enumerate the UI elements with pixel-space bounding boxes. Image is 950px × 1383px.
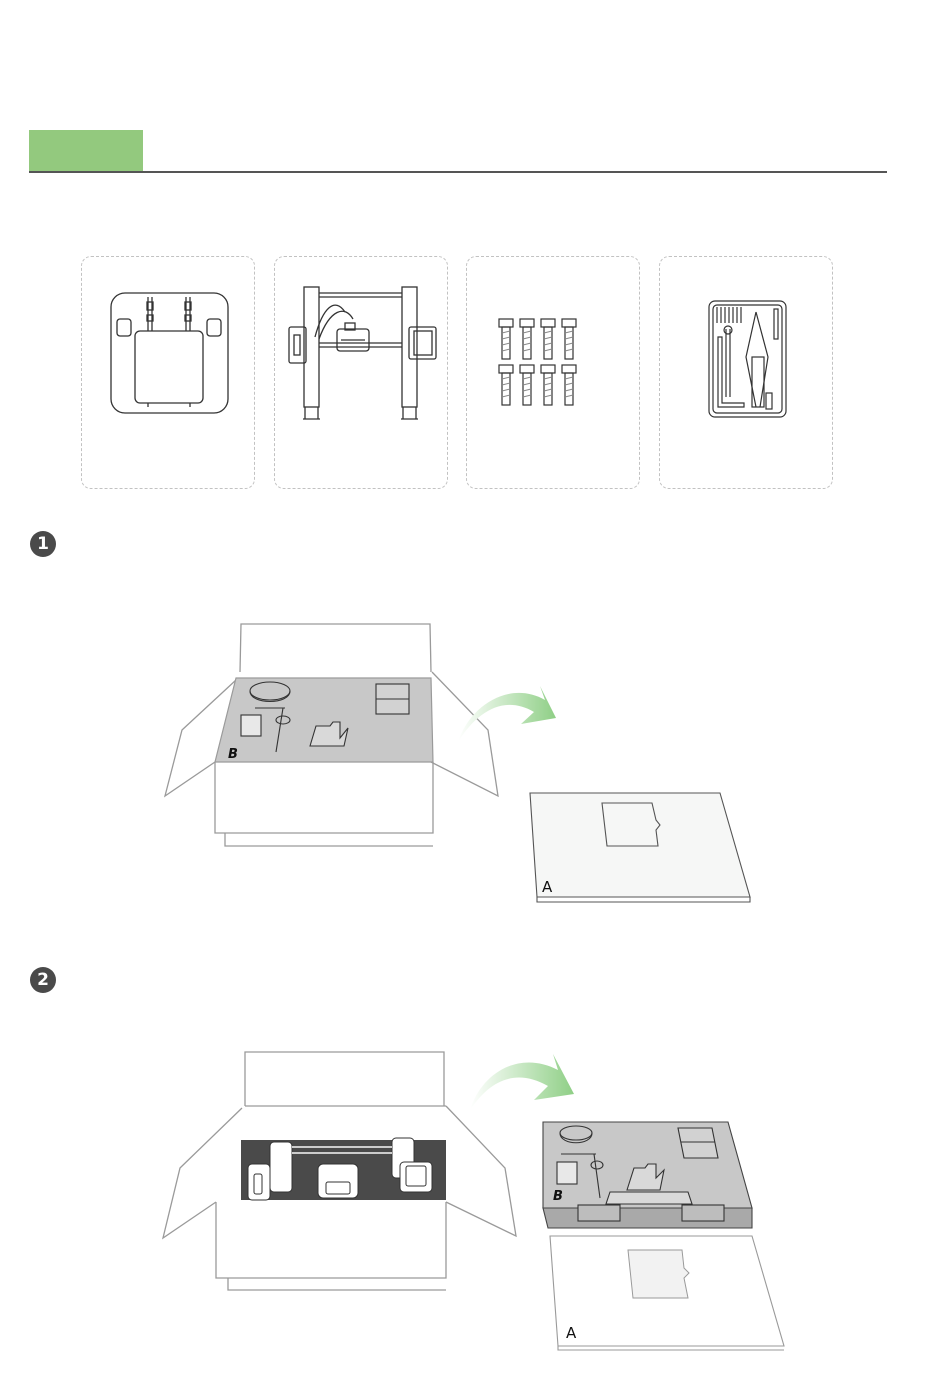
layer-label-a: A (542, 878, 553, 896)
section-header-tab (29, 130, 143, 172)
part-card-toolkit (659, 256, 833, 489)
step-number-1: 1 (30, 531, 56, 557)
layer-label-a: A (566, 1324, 577, 1342)
print-bed-icon (82, 257, 256, 490)
section-header-rule (29, 171, 887, 173)
screws-icon (467, 257, 641, 490)
step-1-illustration: B A (0, 600, 950, 920)
part-card-gantry-frame (274, 256, 448, 489)
step-2-illustration: A B (0, 1040, 950, 1360)
layer-label-b: B (228, 747, 238, 762)
layer-label-b: B (553, 1189, 563, 1204)
toolkit-icon (660, 257, 834, 490)
part-card-screws (466, 256, 640, 489)
green-arrow-icon (470, 1054, 574, 1110)
step-number-2: 2 (30, 967, 56, 993)
part-card-print-bed (81, 256, 255, 489)
gantry-frame-icon (275, 257, 449, 490)
